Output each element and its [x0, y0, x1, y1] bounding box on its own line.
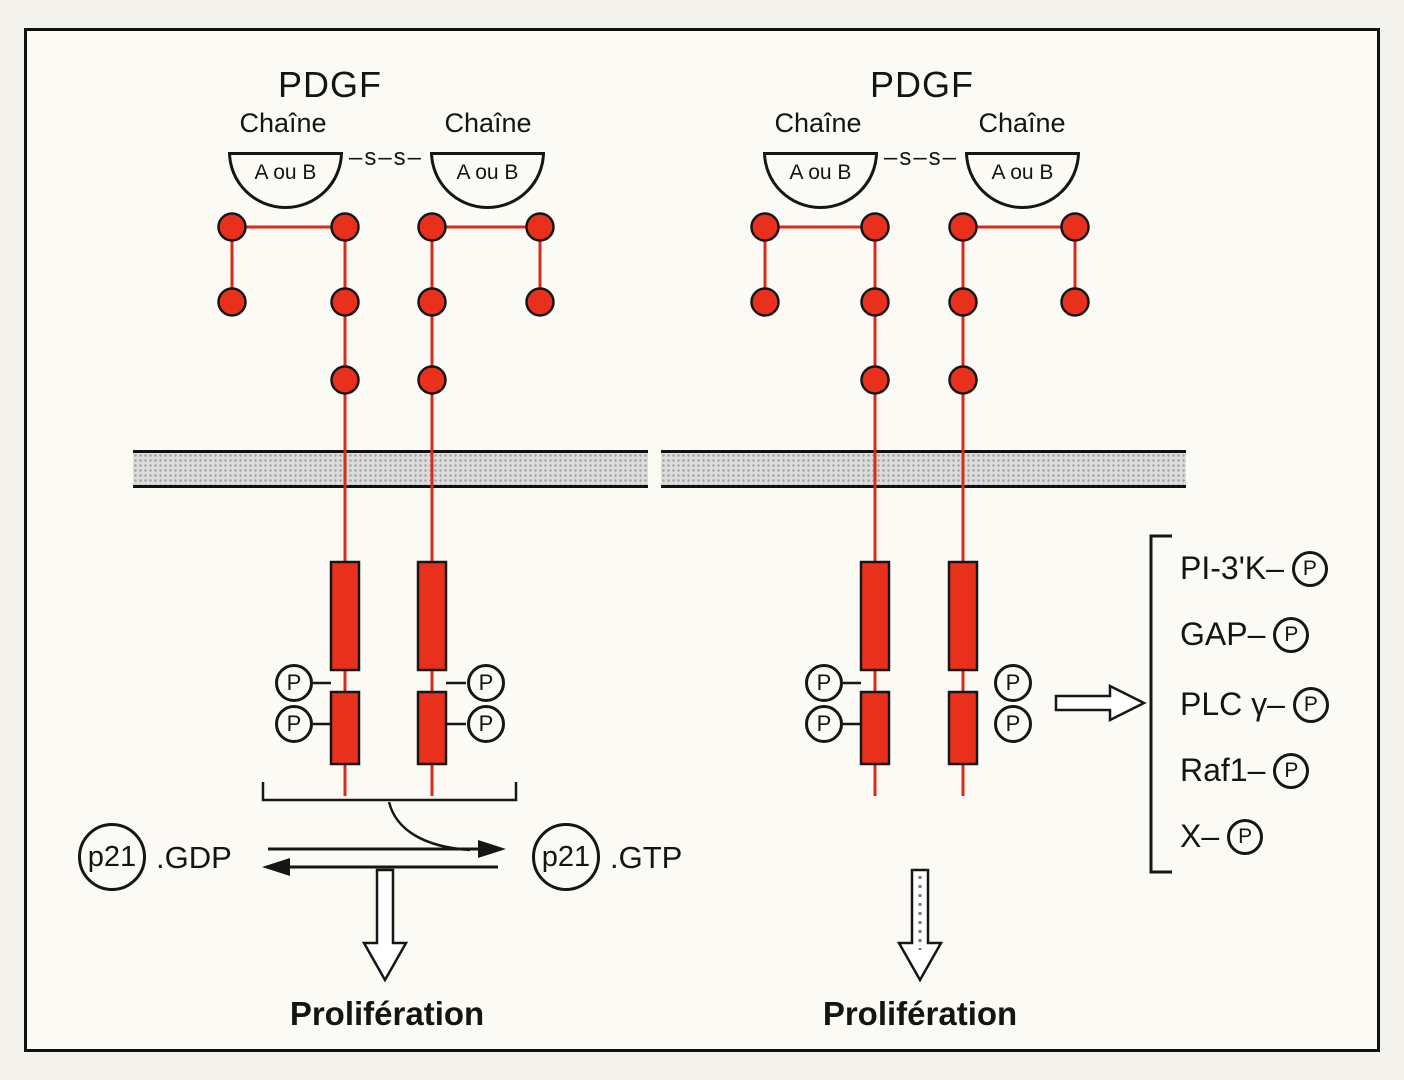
- p21-gtp-circle: p21: [532, 823, 600, 891]
- phosphate-badge: P: [1227, 818, 1264, 855]
- phosphate-badge: P: [994, 664, 1032, 702]
- phosphate-letter: P: [478, 711, 494, 736]
- phosphate-badge: P: [275, 664, 313, 702]
- substrate-name: PI-3'K–: [1180, 550, 1284, 586]
- substrate-name: PLC γ–: [1180, 686, 1285, 722]
- substrate-name: GAP–: [1180, 616, 1266, 652]
- substrate-row: GAP– P: [1180, 616, 1310, 653]
- phosphate-badge: P: [467, 664, 505, 702]
- p21-gdp-circle: p21: [78, 823, 146, 891]
- chain-label: Chaîne: [239, 108, 327, 138]
- pdgf-title-left: PDGF: [277, 64, 383, 105]
- figure-border: [24, 28, 1380, 1052]
- phosphate-badge: P: [994, 705, 1032, 743]
- phosphate-letter: P: [816, 711, 832, 736]
- p21-label: p21: [87, 840, 137, 873]
- phosphate-badge: P: [805, 664, 843, 702]
- phosphate-letter: P: [816, 670, 832, 695]
- plasma-membrane-right: [661, 450, 1186, 488]
- p21-label: p21: [541, 840, 591, 873]
- substrate-row: PI-3'K– P: [1180, 550, 1328, 587]
- substrate-row: PLC γ– P: [1180, 686, 1329, 723]
- phosphate-badge: P: [805, 705, 843, 743]
- phosphate-badge: P: [1292, 686, 1329, 723]
- proliferation-label-left: Prolifération: [289, 995, 485, 1032]
- phosphate-letter: P: [1284, 622, 1299, 646]
- phosphate-badge: P: [1291, 550, 1328, 587]
- phosphate-badge: P: [1273, 752, 1310, 789]
- gtp-state-label: .GTP: [610, 840, 683, 875]
- disulfide-bond-label: –s–s–: [348, 144, 424, 171]
- phosphate-letter: P: [1303, 692, 1318, 716]
- phosphate-letter: P: [1005, 670, 1021, 695]
- substrate-name: Raf1–: [1180, 752, 1266, 788]
- pdgf-title-right: PDGF: [869, 64, 975, 105]
- phosphate-letter: P: [286, 711, 302, 736]
- chain-label: Chaîne: [978, 108, 1066, 138]
- chain-label: Chaîne: [444, 108, 532, 138]
- phosphate-letter: P: [286, 670, 302, 695]
- phosphate-badge: P: [467, 705, 505, 743]
- substrate-row: Raf1– P: [1180, 752, 1310, 789]
- phosphate-badge: P: [275, 705, 313, 743]
- phosphate-letter: P: [1238, 824, 1253, 848]
- phosphate-letter: P: [478, 670, 494, 695]
- plasma-membrane-left: [133, 450, 648, 488]
- chain-label: Chaîne: [774, 108, 862, 138]
- proliferation-label-right: Prolifération: [822, 995, 1018, 1032]
- phosphate-letter: P: [1302, 556, 1317, 580]
- phosphate-letter: P: [1284, 758, 1299, 782]
- gdp-state-label: .GDP: [156, 840, 232, 875]
- phosphate-badge: P: [1273, 616, 1310, 653]
- disulfide-bond-label: –s–s–: [883, 144, 959, 171]
- substrate-name: X–: [1180, 818, 1220, 854]
- substrate-row: X– P: [1180, 818, 1264, 855]
- phosphate-letter: P: [1005, 711, 1021, 736]
